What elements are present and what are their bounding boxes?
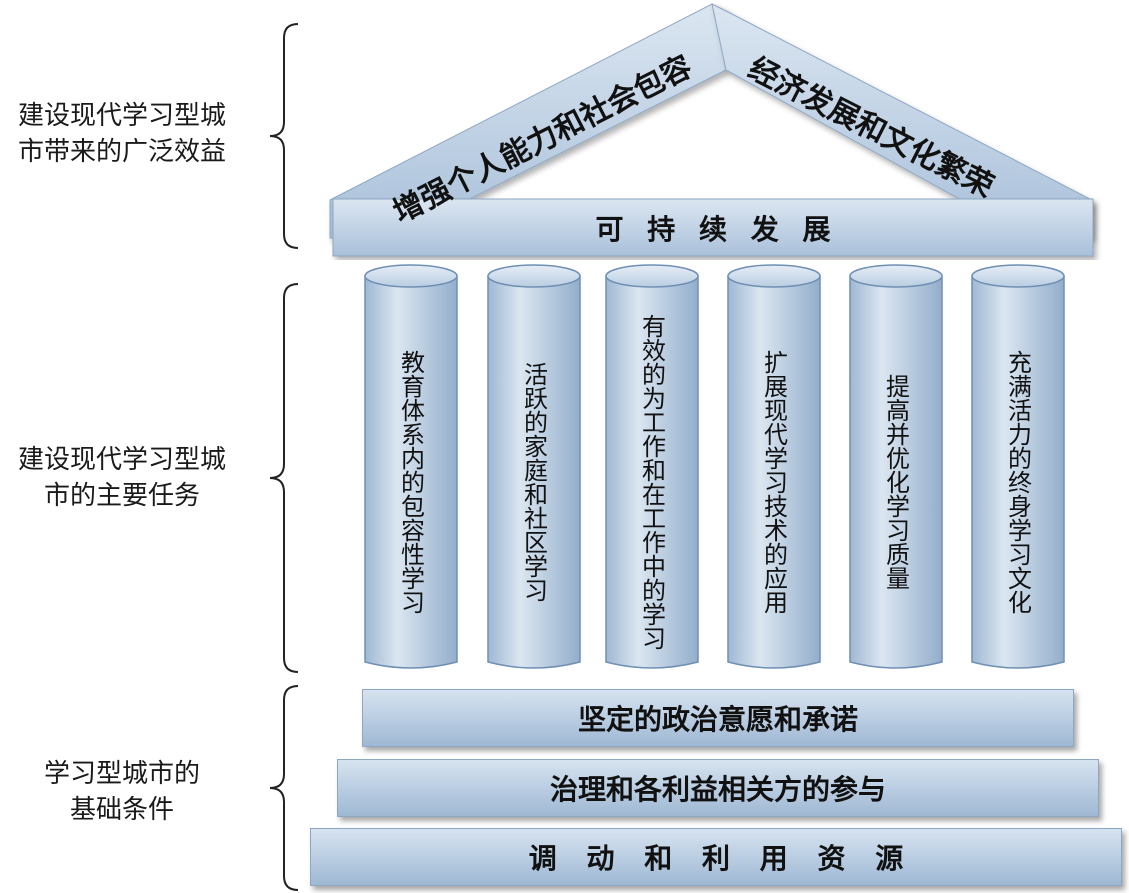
foundation-label-line1: 学习型城市的 — [44, 759, 201, 789]
roof — [329, 3, 1094, 257]
tasks-label-line1: 建设现代学习型城 — [18, 445, 227, 475]
foundation-step-1: 坚定的政治意愿和承诺 — [362, 689, 1074, 747]
foundation-step-2: 治理和各利益相关方的参与 — [337, 759, 1099, 817]
foundation-step-1-text: 坚定的政治意愿和承诺 — [577, 703, 858, 736]
pillar-3-text: 有效的为工作和在工作中的学习 — [637, 314, 666, 650]
pillar-3: 有效的为工作和在工作中的学习 — [604, 262, 700, 674]
roof-beam-shape — [332, 198, 1094, 257]
benefits-label: 建设现代学习型城 市带来的广泛效益 — [18, 98, 226, 170]
benefits-label-line2: 市带来的广泛效益 — [18, 137, 227, 167]
pillar-5: 提高并优化学习质量 — [848, 262, 944, 674]
benefits-brace — [269, 23, 299, 249]
benefits-label-line1: 建设现代学习型城 — [18, 101, 227, 131]
pillar-2-text: 活跃的家庭和社区学习 — [519, 362, 548, 602]
roof-beam-text: 可 持 续 发 展 — [595, 212, 831, 246]
foundation-brace — [269, 685, 299, 891]
foundation-step-3-text: 调 动 和 利 用 资 源 — [528, 842, 904, 875]
tasks-label-line2: 市的主要任务 — [44, 481, 201, 511]
foundation-label-line2: 基础条件 — [70, 795, 175, 825]
pillar-6-text: 充满活力的终身学习文化 — [1003, 350, 1032, 614]
foundation-label: 学习型城市的 基础条件 — [44, 756, 200, 828]
pillar-5-text: 提高并优化学习质量 — [881, 374, 910, 590]
pillar-6: 充满活力的终身学习文化 — [970, 262, 1066, 674]
foundation-step-3: 调 动 和 利 用 资 源 — [310, 828, 1122, 886]
foundation-step-2-text: 治理和各利益相关方的参与 — [549, 773, 886, 806]
pillar-4-text: 扩展现代学习技术的应用 — [759, 350, 788, 614]
pillar-1-text: 教育体系内的包容性学习 — [396, 350, 425, 614]
pillar-1: 教育体系内的包容性学习 — [363, 262, 459, 674]
tasks-brace — [269, 283, 299, 673]
pillar-4: 扩展现代学习技术的应用 — [726, 262, 822, 674]
tasks-label: 建设现代学习型城 市的主要任务 — [18, 442, 226, 514]
pillar-2: 活跃的家庭和社区学习 — [486, 262, 582, 674]
